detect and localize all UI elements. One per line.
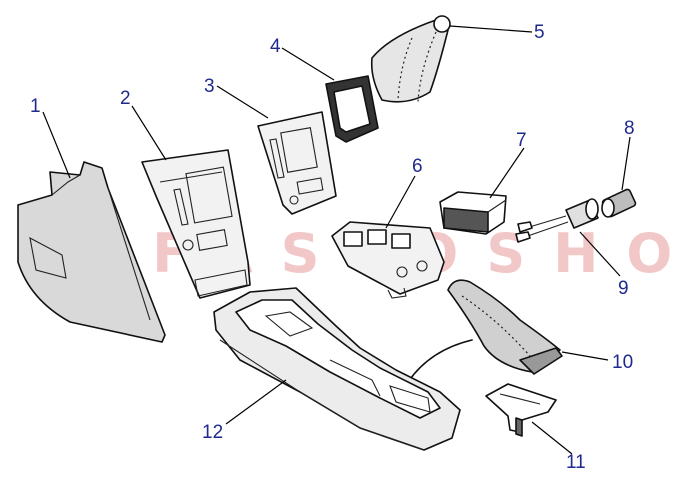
part-5-gear-gaiter [370,15,451,103]
leader-9 [579,231,621,277]
leader-3 [216,85,269,119]
part-10-handbrake-gaiter [447,279,563,375]
leader-8 [621,136,631,191]
callout-4: 4 [270,36,281,57]
leader-11 [531,421,573,455]
part-7-ashtray-box [439,191,507,235]
part-2-front-bezel [141,149,251,299]
callout-8: 8 [624,118,635,139]
leader-1 [42,111,71,179]
part-8-lighter-element [601,188,637,218]
part-9-lighter-socket [515,198,599,243]
callout-10: 10 [612,352,633,373]
leader-12 [225,379,287,425]
part-3-switch-panel [257,111,337,215]
part-1-side-panel [17,161,166,343]
callout-3: 3 [204,76,215,97]
part-12-centre-console [213,287,461,451]
callout-9: 9 [618,278,629,299]
leader-2 [131,105,167,161]
leader-6 [385,175,416,229]
callout-1: 1 [30,96,41,117]
callout-7: 7 [516,130,527,151]
part-11-handbrake-trim [485,383,557,437]
callout-5: 5 [534,22,545,43]
leader-4 [281,47,335,81]
callout-2: 2 [120,88,131,109]
leader-10 [561,351,609,361]
callout-11: 11 [566,452,586,473]
leader-5 [449,25,533,33]
callout-6: 6 [412,156,423,177]
wire-harness [407,339,473,383]
part-6-centre-bracket [331,221,445,299]
leader-7 [489,147,525,199]
callout-labels: 1 2 3 4 5 6 7 8 9 10 11 12 [30,22,635,473]
leader-lines [42,25,631,455]
part-4-boot-frame [325,75,379,143]
callout-12: 12 [202,422,223,443]
